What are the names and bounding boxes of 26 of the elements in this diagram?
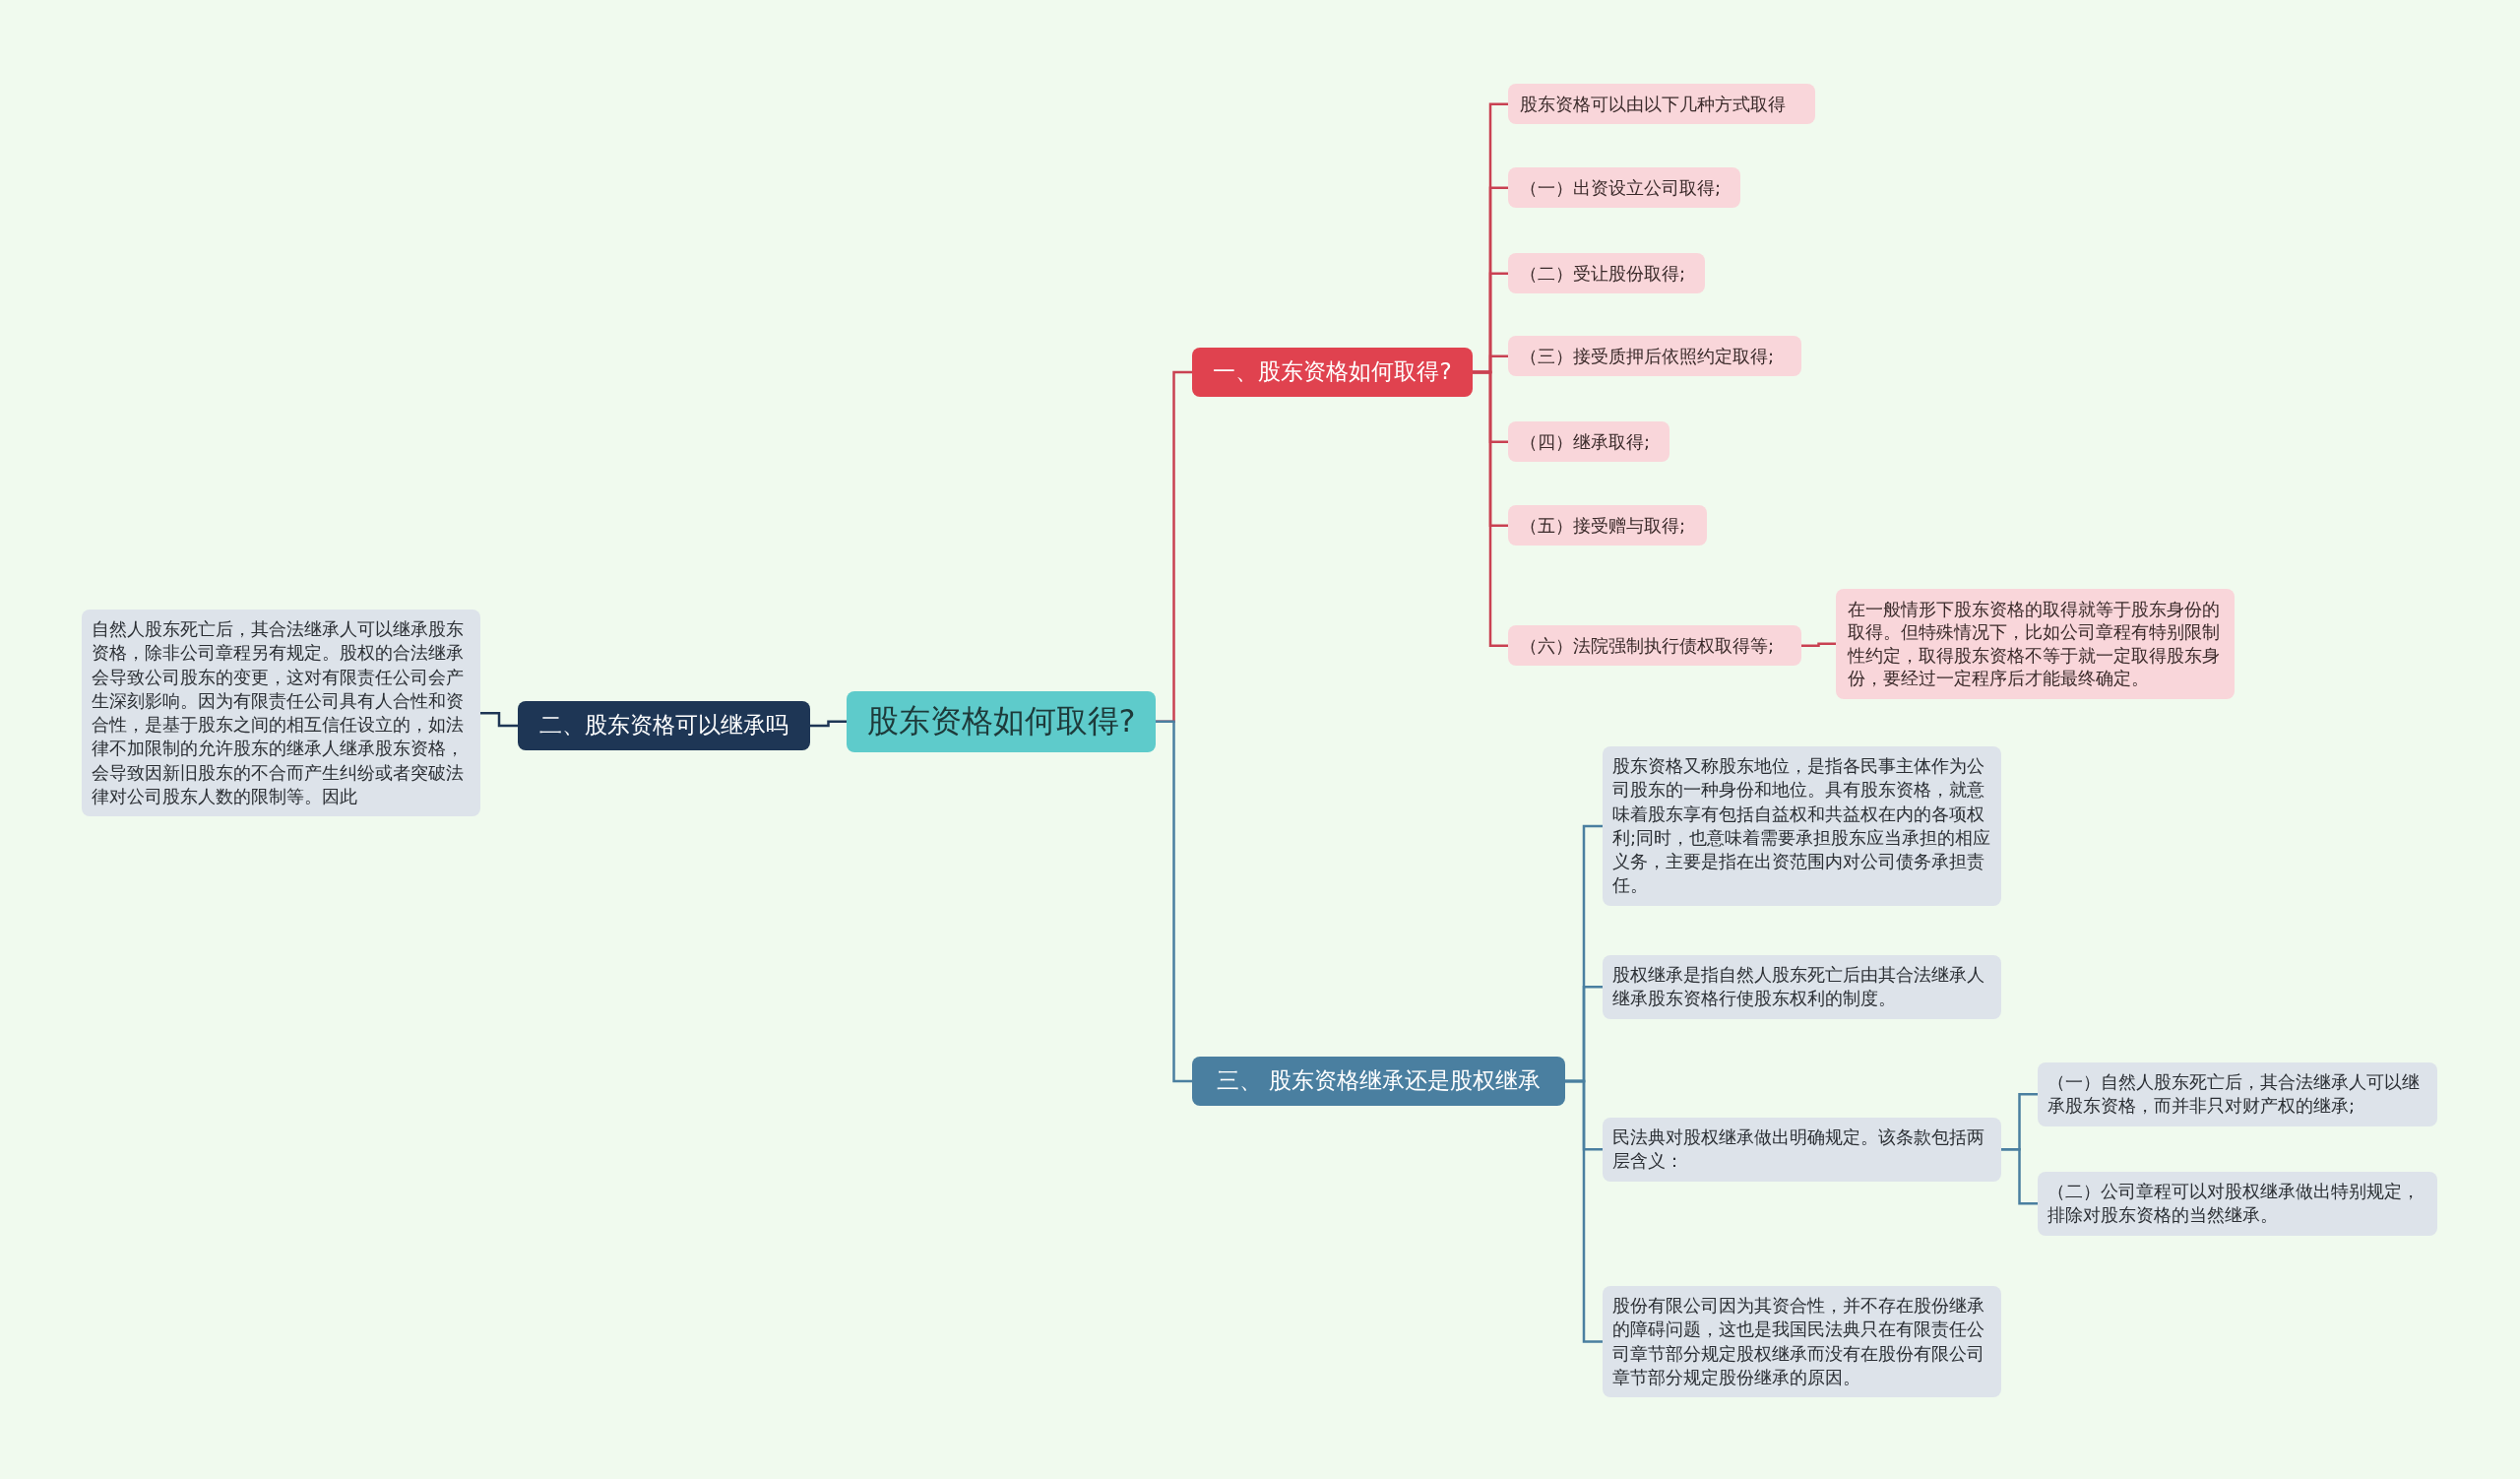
connector-line [1473,370,1508,647]
connector-line [810,720,847,728]
subtopic-box: 股权继承是指自然人股东死亡后由其合法继承人继承股东资格行使股东权利的制度。 [1603,955,2001,1019]
subtopic-box: 股东资格又称股东地位，是指各民事主体作为公司股东的一种身份和地位。具有股东资格，就意味着股东享有包括自益权和共益权在内的各项权利;同时，也意味着需要承担股东应当承担的相应义务，主要是指在出资范围内对公司债务承担责任。 [1603,746,2001,906]
subtopic-box: （六）法院强制执行债权取得等; [1508,625,1801,667]
connector-line [1565,1079,1603,1343]
central-topic: 股东资格如何取得? [847,691,1156,752]
subtopic-box: （五）接受赠与取得; [1508,505,1707,547]
branch-topic: 二、股东资格可以继承吗 [518,701,810,750]
subtopic-box: （二）受让股份取得; [1508,253,1705,294]
branch-topic: 一、股东资格如何取得? [1192,348,1473,397]
subtopic-box: （一）出资设立公司取得; [1508,167,1740,209]
connector-line [1801,642,1836,647]
connector-line [2001,1148,2038,1205]
subtopic-box: （一）自然人股东死亡后，其合法继承人可以继承股东资格，而并非只对财产权的继承; [2038,1062,2437,1126]
subtopic-box: 股东资格可以由以下几种方式取得 [1508,84,1815,125]
connector-line [480,711,518,728]
subtopic-box: 股份有限公司因为其资合性，并不存在股份继承的障碍问题，这也是我国民法典只在有限责任公司章节部分规定股权继承而没有在股份有限公司章节部分规定股份继承的原因。 [1603,1286,2001,1398]
subtopic-box: （四）继承取得; [1508,421,1670,463]
subtopic-box: 在一般情形下股东资格的取得就等于股东身份的取得。但特殊情况下，比如公司章程有特别限制性约定，取得股东资格不等于就一定取得股东身份，要经过一定程序后才能最终确定。 [1836,589,2235,699]
branch-topic: 三、 股东资格继承还是股权继承 [1192,1057,1565,1106]
connector-line [1156,720,1192,1083]
subtopic-box: 民法典对股权继承做出明确规定。该条款包括两层含义： [1603,1118,2001,1182]
subtopic-box: （三）接受质押后依照约定取得; [1508,336,1801,377]
subtopic-box: 自然人股东死亡后，其合法继承人可以继承股东资格，除非公司章程另有规定。股权的合法继承会导致公司股东的变更，这对有限责任公司会产生深刻影响。因为有限责任公司具有人合性和资合性，是基于股东之间的相互信任设立的，如法律不加限制的允许股东的继承人继承股东资格，会导致因新旧股东的不合而产生纠纷或者突破法律对公司股东人数的限制等。因此 [82,610,480,817]
subtopic-box: （二）公司章程可以对股权继承做出特别规定，排除对股东资格的当然继承。 [2038,1172,2437,1236]
